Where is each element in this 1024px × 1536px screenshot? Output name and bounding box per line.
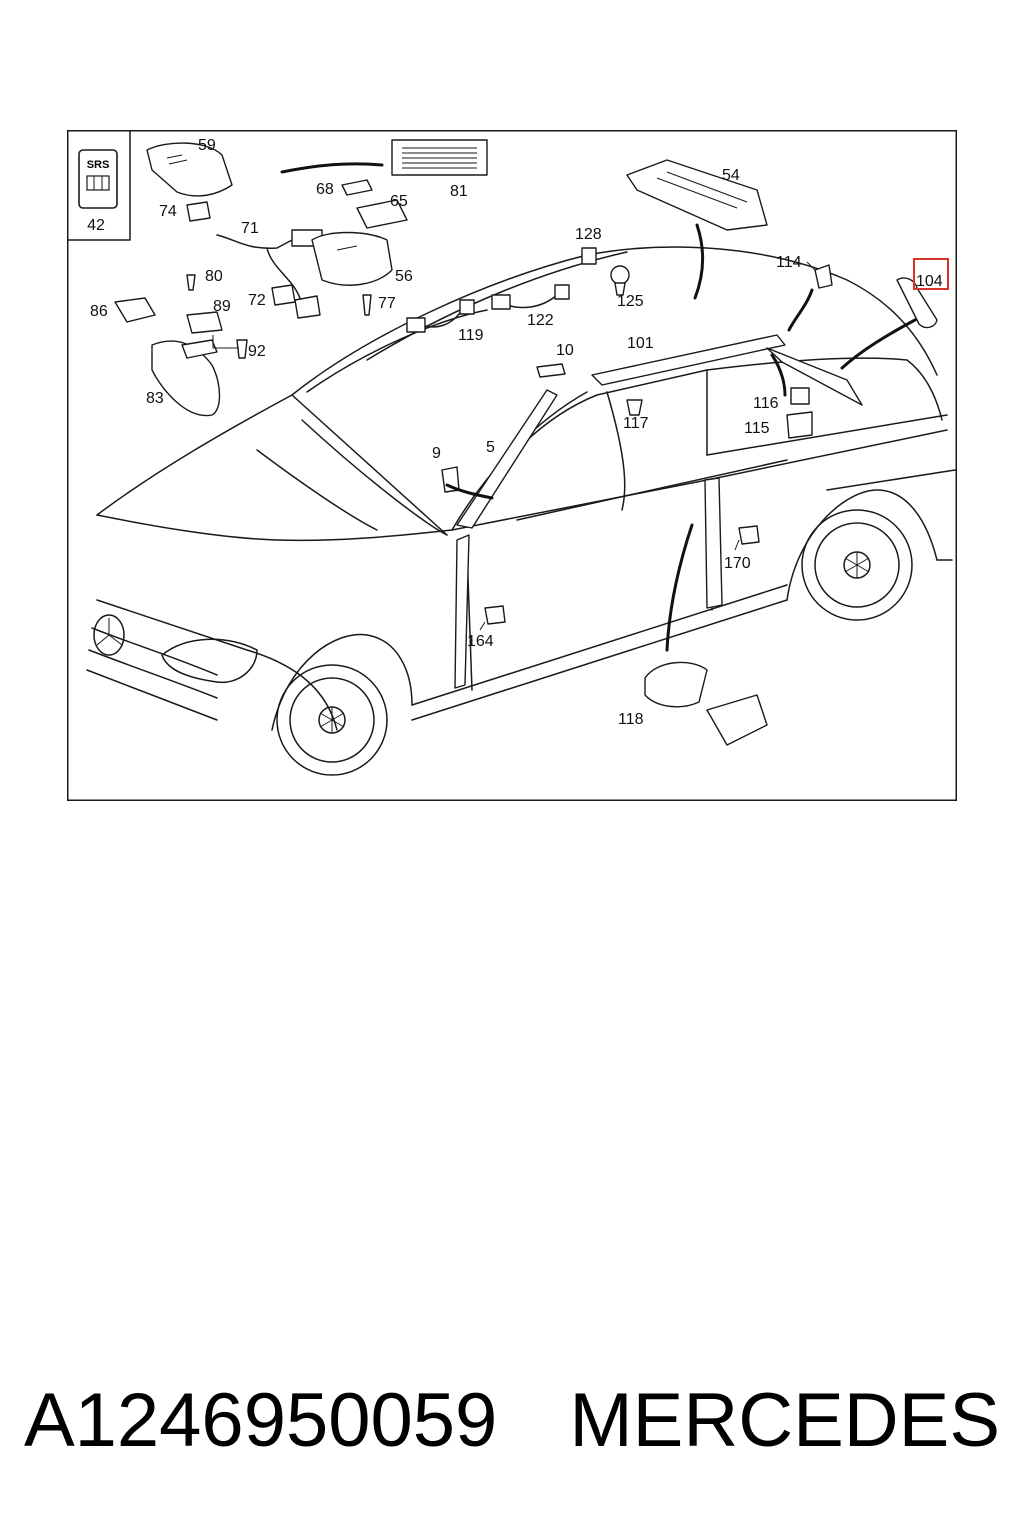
label-114: 114 (776, 254, 802, 271)
brand-name: MERCEDES (569, 1377, 1001, 1463)
assembly-arrows (280, 162, 917, 652)
label-81: 81 (450, 183, 468, 200)
label-170: 170 (724, 555, 751, 572)
caption: A1246950059 MERCEDES (0, 1370, 1024, 1470)
label-101: 101 (627, 335, 654, 352)
label-92: 92 (248, 343, 266, 360)
label-80: 80 (205, 268, 223, 285)
label-71: 71 (241, 220, 259, 237)
label-72: 72 (248, 292, 266, 309)
label-116: 116 (753, 395, 779, 412)
label-86: 86 (90, 303, 108, 320)
label-68: 68 (316, 181, 334, 198)
label-117: 117 (623, 415, 649, 432)
label-128: 128 (575, 226, 602, 243)
label-56: 56 (395, 268, 413, 285)
highlight-box (913, 258, 949, 290)
label-119: 119 (458, 327, 484, 344)
label-65: 65 (390, 193, 408, 210)
label-59: 59 (198, 137, 216, 154)
label-9: 9 (432, 445, 441, 462)
label-83: 83 (146, 390, 164, 407)
part-number: A1246950059 (23, 1377, 498, 1463)
label-10: 10 (556, 342, 574, 359)
part-illustrations (114, 139, 938, 746)
label-115: 115 (744, 420, 770, 437)
srs-number: 42 (87, 217, 105, 234)
label-118: 118 (618, 711, 644, 728)
label-164: 164 (467, 633, 494, 650)
srs-reference-box: SRS 42 (67, 130, 131, 241)
label-74: 74 (159, 203, 177, 220)
leader-lines (212, 261, 816, 631)
label-5: 5 (486, 439, 495, 456)
srs-badge: SRS (87, 159, 110, 171)
label-122: 122 (527, 312, 554, 329)
label-104: 104 (916, 273, 943, 290)
label-125: 125 (617, 293, 644, 310)
parts-diagram: SRS 42 (67, 130, 957, 801)
label-77: 77 (378, 295, 396, 312)
label-89: 89 (213, 298, 231, 315)
label-54: 54 (722, 167, 740, 184)
